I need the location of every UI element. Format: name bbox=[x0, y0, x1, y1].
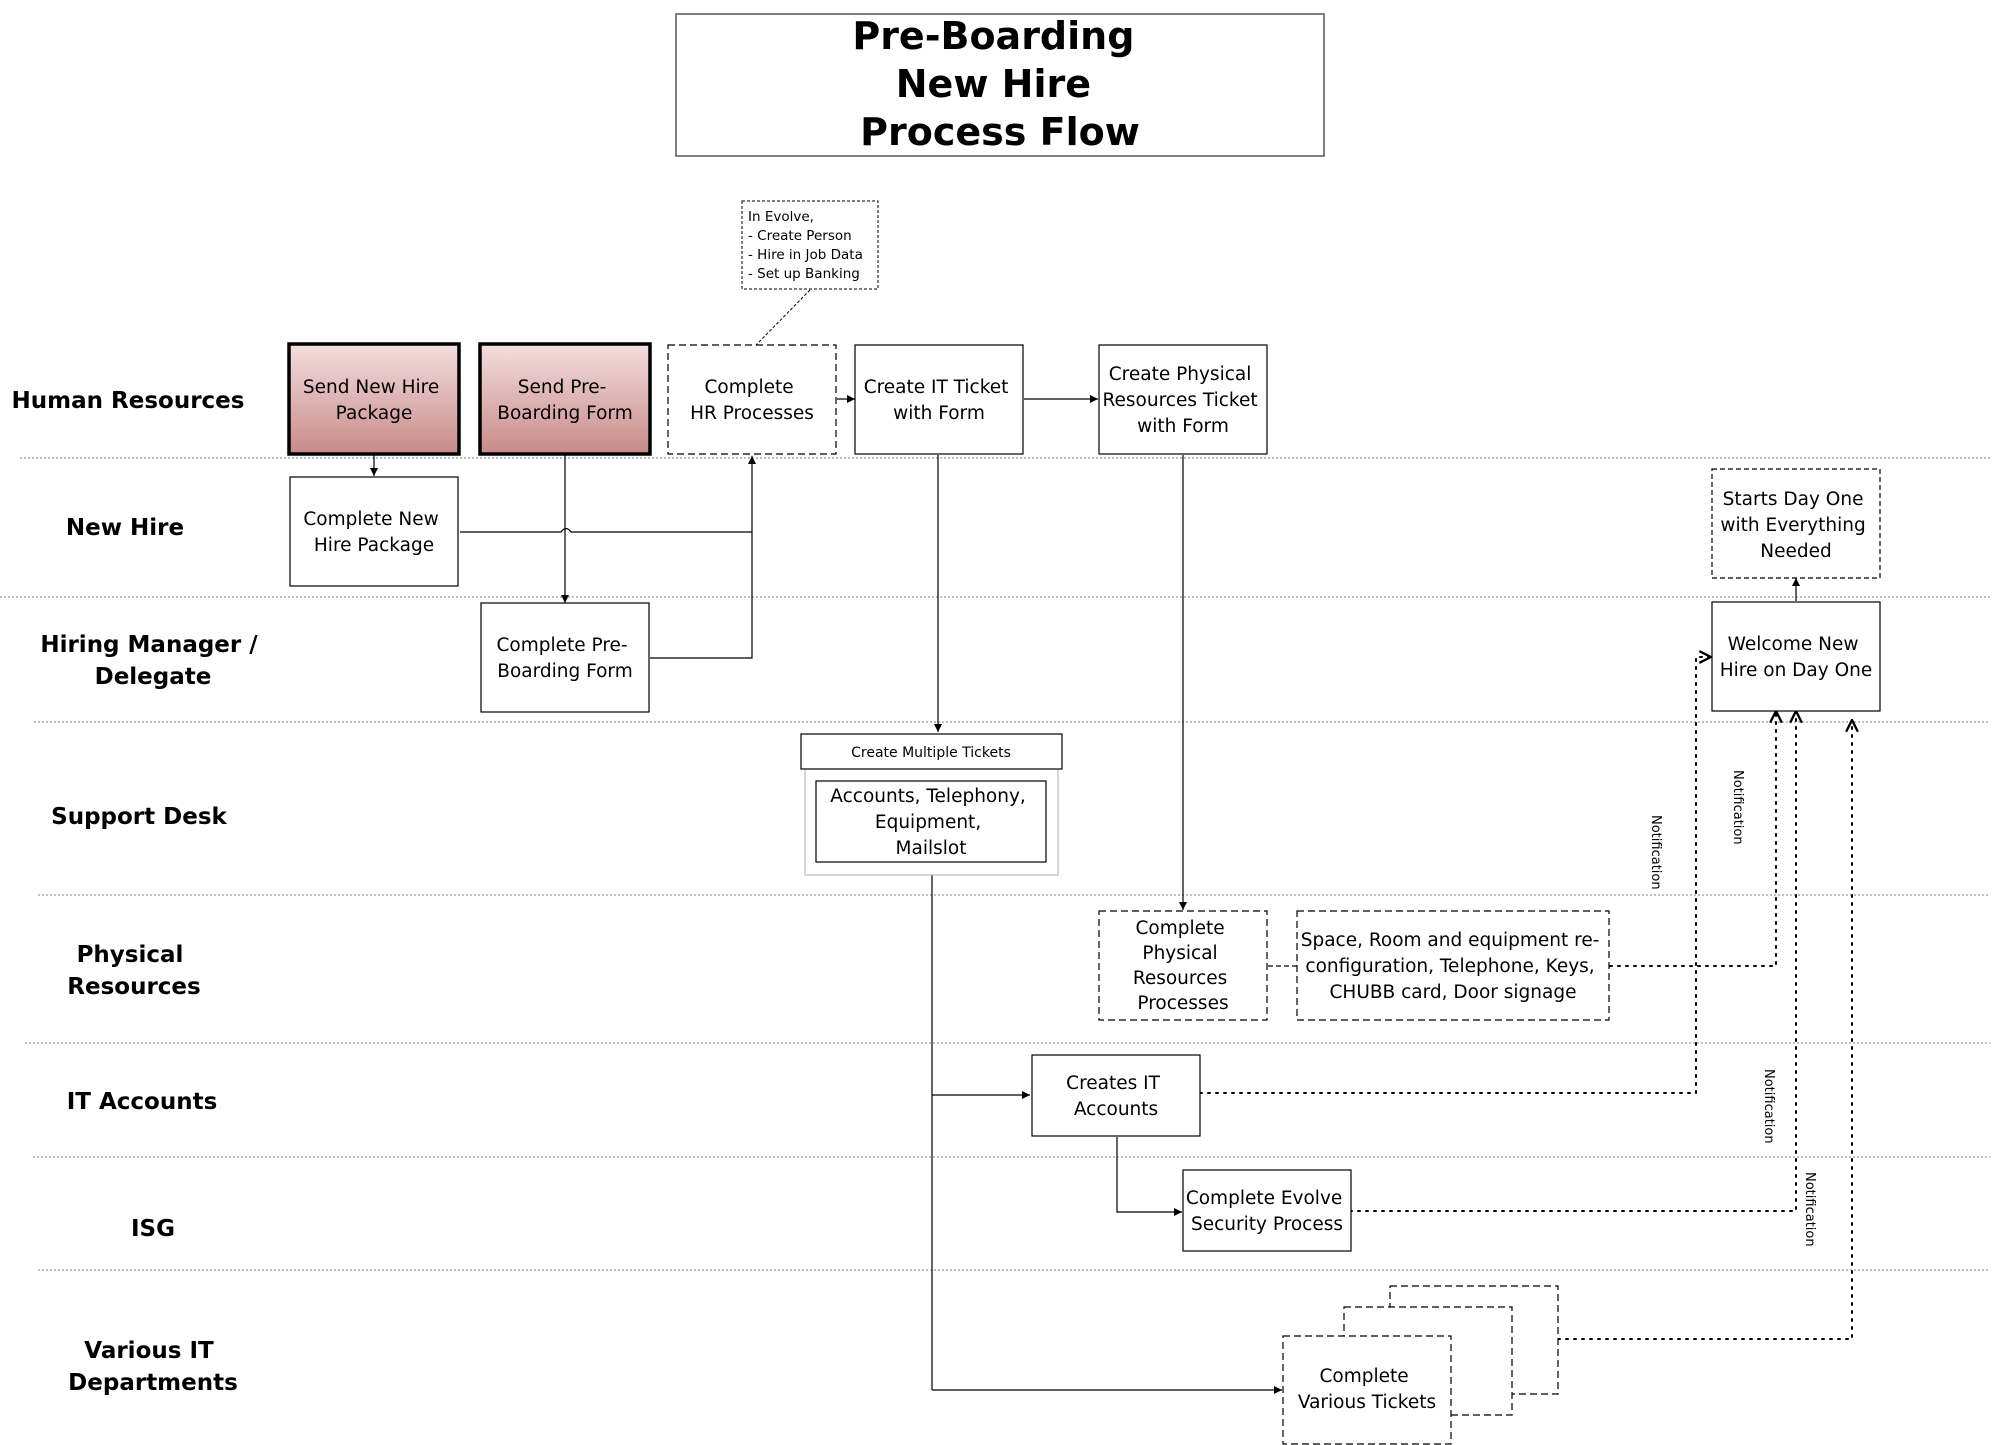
lane-label-physical-resources: Physical Resources bbox=[67, 942, 200, 1000]
svg-text:Welcome New Hire on Day: Welcome New Hire on Day One bbox=[1720, 634, 1873, 681]
notification-label-isg: Notification bbox=[1761, 1069, 1776, 1144]
svg-text:Accounts, Telephony, Equ: Accounts, Telephony, Equipment, Mailslot bbox=[830, 786, 1031, 859]
lane-labels: Human Resources New Hire Hiring Manager … bbox=[12, 388, 265, 1396]
node-complete-evolve-security: Complete Evolve Security Process bbox=[1182, 1169, 1352, 1252]
multiple-tickets-body bbox=[815, 780, 1047, 863]
lane-dividers bbox=[0, 457, 1990, 1271]
title-text: Pre-Boarding New Hire Process Flow bbox=[852, 14, 1147, 154]
lane-label-various-it: Various IT Departments bbox=[68, 1338, 238, 1396]
various-tickets-front-card bbox=[1282, 1335, 1452, 1445]
arrow-it-accounts-to-isg bbox=[1116, 1137, 1182, 1216]
notification-labels: Notification Notification Notification N… bbox=[1648, 770, 1817, 1247]
node-complete-physical-resources-processes: Complete Physical Resources Processes bbox=[1098, 910, 1268, 1021]
title-line-2: New Hire bbox=[896, 62, 1091, 106]
evolve-annotation: In Evolve, - Create Person - Hire in Job… bbox=[741, 200, 879, 346]
title-frame bbox=[675, 13, 1325, 157]
title-line-1: Pre-Boarding bbox=[852, 14, 1134, 58]
node-send-preboarding-form: Send Pre- Boarding Form bbox=[478, 342, 652, 456]
node-complete-preboarding-form: Complete Pre- Boarding Form bbox=[480, 602, 650, 713]
notification-line-it-accounts bbox=[1199, 657, 1711, 1094]
annotation-leader-line bbox=[755, 289, 811, 346]
lane-label-support-desk: Support Desk bbox=[51, 804, 227, 830]
title-line-3: Process Flow bbox=[860, 110, 1140, 154]
multiple-tickets-header bbox=[800, 733, 1063, 770]
notification-line-physical bbox=[1609, 711, 1776, 967]
node-create-physical-resources-ticket: Create Physical Resources Ticket with Fo… bbox=[1098, 344, 1268, 455]
node-creates-it-accounts: Creates IT Accounts bbox=[1031, 1054, 1201, 1137]
lane-label-new-hire: New Hire bbox=[66, 515, 184, 541]
svg-text:Complete HR Processes: Complete HR Processes bbox=[690, 377, 814, 424]
lane-label-hiring-manager: Hiring Manager / Delegate bbox=[40, 632, 265, 690]
svg-text:Complete Various Tickets: Complete Various Tickets bbox=[1298, 1366, 1436, 1413]
svg-text:Create Physical Resource: Create Physical Resources Ticket with Fo… bbox=[1103, 364, 1264, 437]
svg-text:Create Multiple Tickets: Create Multiple Tickets bbox=[851, 745, 1011, 761]
svg-text:Complete New Hire Packag: Complete New Hire Package bbox=[303, 509, 444, 556]
lane-label-isg: ISG bbox=[131, 1216, 175, 1242]
arrow-package-to-hr bbox=[460, 456, 756, 533]
notification-connectors bbox=[1199, 657, 1852, 1340]
node-complete-new-hire-package: Complete New Hire Package bbox=[289, 476, 459, 587]
connectors bbox=[370, 395, 1800, 1394]
node-complete-hr-processes: Complete HR Processes bbox=[667, 344, 837, 455]
svg-text:Complete Evolve Security: Complete Evolve Security Process bbox=[1186, 1188, 1348, 1235]
node-starts-day-one: Starts Day One with Everything Needed bbox=[1711, 468, 1881, 579]
arrow-preboarding-to-hr bbox=[650, 532, 753, 659]
svg-text:Starts Day One with Ever: Starts Day One with Everything Needed bbox=[1720, 489, 1871, 562]
svg-text:Space, Room and equipment re-: Space, Room and equipment re- configurat… bbox=[1301, 930, 1606, 1003]
node-create-multiple-tickets: Create Multiple Tickets Accounts, Teleph… bbox=[800, 733, 1063, 876]
node-welcome-new-hire: Welcome New Hire on Day One bbox=[1711, 601, 1881, 712]
node-complete-various-tickets: Complete Various Tickets bbox=[1282, 1285, 1559, 1445]
title-box: Pre-Boarding New Hire Process Flow bbox=[675, 13, 1325, 157]
svg-text:Creates IT Accounts: Creates IT Accounts bbox=[1066, 1073, 1166, 1120]
notification-label-it-accounts: Notification bbox=[1648, 815, 1663, 890]
svg-text:Complete Pre- Boarding F: Complete Pre- Boarding Form bbox=[496, 635, 633, 682]
lane-label-human-resources: Human Resources bbox=[12, 388, 245, 414]
notification-label-physical: Notification bbox=[1730, 770, 1745, 845]
svg-text:Send Pre- Boarding Form: Send Pre- Boarding Form bbox=[497, 377, 632, 424]
node-create-it-ticket: Create IT Ticket with Form bbox=[854, 344, 1024, 455]
svg-text:Create IT Ticket with Fo: Create IT Ticket with Form bbox=[864, 377, 1015, 424]
annotation-frame bbox=[741, 200, 879, 290]
notification-line-various bbox=[1557, 720, 1852, 1340]
node-send-new-hire-package: Send New Hire Package bbox=[287, 342, 461, 456]
svg-text:Send New Hire Package: Send New Hire Package bbox=[303, 377, 445, 424]
annotation-text: In Evolve, - Create Person - Hire in Job… bbox=[748, 209, 867, 282]
node-space-room-equipment: Space, Room and equipment re- configurat… bbox=[1296, 910, 1610, 1021]
svg-text:Complete Physical: Complete Physical Resources Processes bbox=[1133, 918, 1233, 1014]
notification-label-various: Notification bbox=[1802, 1172, 1817, 1247]
lane-label-it-accounts: IT Accounts bbox=[67, 1089, 218, 1115]
